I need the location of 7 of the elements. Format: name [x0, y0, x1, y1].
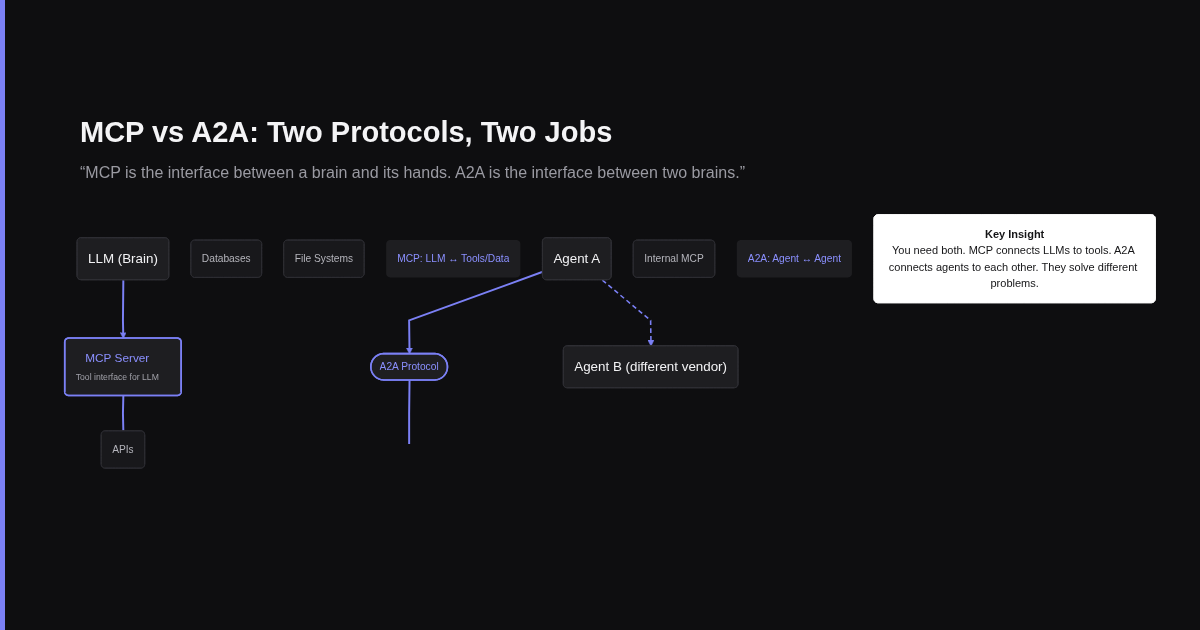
- connector: [408, 379, 411, 445]
- arrow: [601, 279, 655, 347]
- quote-text: “MCP is the interface between a brain and its hands. A2A is the interface between two brains.”: [80, 164, 745, 182]
- arrow: [119, 279, 127, 339]
- arrow: [406, 270, 544, 355]
- node-box: MCP: LLM ↔ Tools/Data: [386, 240, 521, 278]
- title: MCP vs A2A: Two Protocols, Two Jobs: [80, 116, 613, 149]
